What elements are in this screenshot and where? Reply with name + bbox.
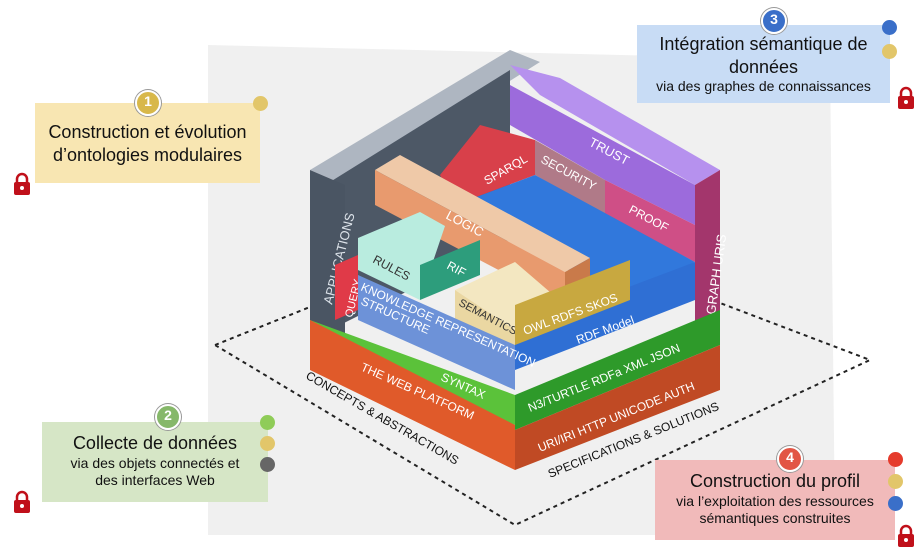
callout-3-badge: 3 bbox=[761, 8, 787, 34]
web-platform-block bbox=[310, 320, 515, 470]
sparql-block bbox=[440, 125, 535, 205]
graph-uris-block bbox=[695, 170, 720, 330]
callout-3-line2: données bbox=[728, 56, 799, 77]
callout-3-line3: via des graphes de connaissances bbox=[656, 78, 871, 94]
owl-block bbox=[515, 260, 630, 345]
security-block bbox=[535, 140, 605, 215]
callout-2-dot-3 bbox=[260, 457, 275, 472]
callout-1-dot bbox=[253, 96, 268, 111]
callout-2-line2: via des objets connectés et bbox=[70, 454, 240, 471]
trust-block bbox=[510, 85, 695, 225]
callout-3-line1: Intégration sémantique de bbox=[659, 34, 868, 54]
ground-outline bbox=[212, 223, 873, 527]
query-block bbox=[335, 255, 358, 320]
callout-1-line1: Construction et évolution bbox=[48, 122, 247, 142]
rif-block bbox=[420, 240, 480, 300]
callout-1-badge: 1 bbox=[135, 90, 161, 116]
callout-3-dot-1 bbox=[882, 20, 897, 35]
callout-4-line3: sémantiques construites bbox=[699, 510, 851, 526]
callout-2: Collecte de données via des objets conne… bbox=[42, 422, 268, 502]
callout-4-dot-1 bbox=[888, 452, 903, 467]
callout-4-badge: 4 bbox=[777, 446, 803, 472]
n3-block bbox=[515, 310, 720, 430]
rdf-top bbox=[455, 175, 695, 300]
knowledge-representation-block bbox=[358, 275, 515, 390]
callout-3: Intégration sémantique de données via de… bbox=[637, 25, 890, 103]
callout-1-line2: d’ontologies modulaires bbox=[52, 144, 243, 165]
lock-icon bbox=[898, 86, 914, 109]
callout-4-line1: Construction du profil bbox=[689, 471, 861, 491]
callout-2-line1: Collecte de données bbox=[72, 433, 238, 453]
callout-4-line2: via l’exploitation des ressources bbox=[676, 492, 874, 509]
callout-2-badge: 2 bbox=[155, 404, 181, 430]
callout-4-dot-2 bbox=[888, 474, 903, 489]
logic-top bbox=[375, 155, 590, 272]
callout-3-dot-2 bbox=[882, 44, 897, 59]
lock-icon bbox=[14, 172, 30, 195]
callout-4: Construction du profil via l’exploitatio… bbox=[655, 460, 895, 540]
back-frame bbox=[310, 50, 540, 185]
callout-1: Construction et évolution d’ontologies m… bbox=[35, 103, 260, 183]
rdf-model-block bbox=[515, 262, 695, 370]
proof-block bbox=[605, 180, 695, 262]
callout-2-line3: des interfaces Web bbox=[95, 472, 215, 488]
callout-4-dot-3 bbox=[888, 496, 903, 511]
callout-2-dot-2 bbox=[260, 436, 275, 451]
uri-block bbox=[515, 345, 720, 470]
lock-icon bbox=[14, 490, 30, 513]
callout-2-dot-1 bbox=[260, 415, 275, 430]
lock-icon bbox=[898, 524, 914, 547]
trust-top bbox=[510, 65, 720, 185]
